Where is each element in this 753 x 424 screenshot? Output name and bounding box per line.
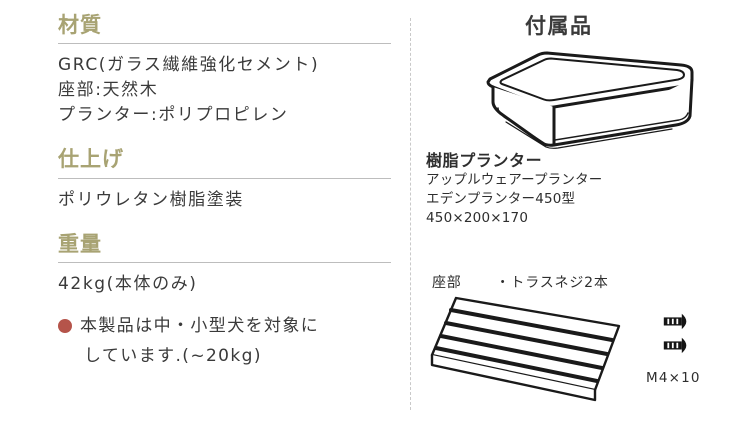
column-divider [410,18,411,410]
section-body-finish: ポリウレタン樹脂塗装 [58,188,394,213]
seat-label: 座部 [432,275,462,291]
note-line-1: 本製品は中・小型犬を対象に [80,315,320,336]
accessories-column: 付属品 [418,0,753,424]
specifications-column: 材質 GRC(ガラス繊維強化セメント) 座部:天然木 プランター:ポリプロピレン… [58,0,394,371]
planter-detail-line: アップルウェアープランター [426,172,603,188]
section-rule-material [58,43,391,45]
product-note: 本製品は中・小型犬を対象に しています.(~20kg) [58,311,394,371]
truss-screw-icon [663,337,687,354]
screw-icon-list [660,312,706,360]
planter-detail-line: エデンプランター450型 [426,191,576,207]
note-line-2: しています.(~20kg) [84,345,262,366]
seat-and-screw-labels: 座部 ・トラスネジ2本 [432,272,752,292]
spec-line: GRC(ガラス繊維強化セメント) [58,55,320,76]
bullet-dot-icon [58,318,72,333]
section-rule-weight [58,261,391,263]
seat-panel-icon [423,292,638,420]
spec-section-material: 材質 GRC(ガラス繊維強化セメント) 座部:天然木 プランター:ポリプロピレン [58,0,394,128]
screw-label: ・トラスネジ2本 [495,275,609,291]
accessories-heading: 付属品 [525,14,593,38]
section-heading-material: 材質 [58,13,102,37]
truss-screw-icon [663,313,687,330]
spec-line: 42kg(本体のみ) [58,273,198,294]
screw-group: M4×10 [646,312,746,402]
spec-section-weight: 重量 42kg(本体のみ) [58,231,394,297]
planter-dimensions: 450×200×170 [426,210,529,226]
spec-line: 座部:天然木 [58,80,159,101]
section-heading-finish: 仕上げ [58,147,124,172]
planter-caption: 樹脂プランター アップルウェアープランター エデンプランター450型 450×2… [426,150,736,228]
spec-line: プランター:ポリプロピレン [58,105,289,126]
section-body-material: GRC(ガラス繊維強化セメント) 座部:天然木 プランター:ポリプロピレン [58,53,394,128]
section-body-weight: 42kg(本体のみ) [58,272,394,297]
spec-line: ポリウレタン樹脂塗装 [58,189,244,210]
section-rule-finish [58,177,391,179]
section-heading-weight: 重量 [58,231,102,256]
planter-title: 樹脂プランター [426,151,543,170]
spec-section-finish: 仕上げ ポリウレタン樹脂塗装 [58,146,394,212]
planter-icon [476,46,706,156]
screw-size-label: M4×10 [646,370,701,386]
